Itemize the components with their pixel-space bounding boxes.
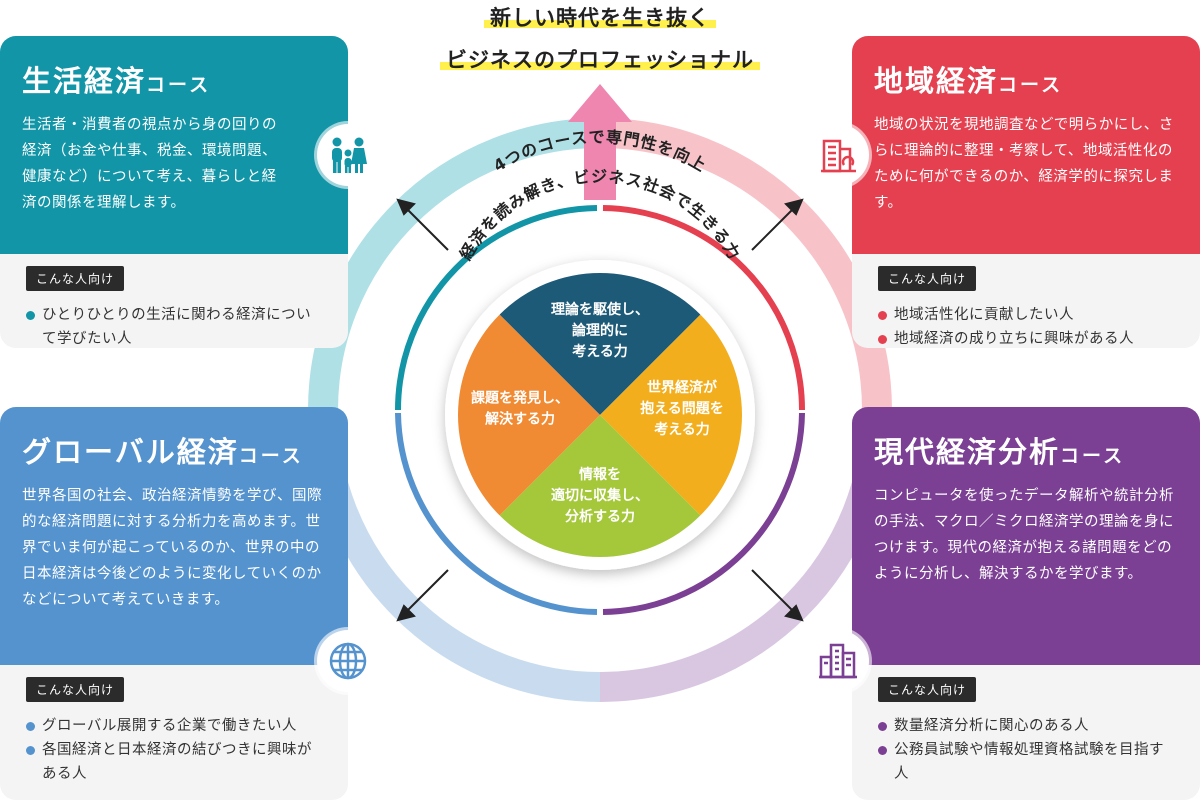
diagonal-arrows [396,198,804,622]
course-title: 現代経済分析コース [874,435,1126,469]
target-item: 地域経済の成り立ちに興味がある人 [878,327,1174,348]
course-card-global: グローバル経済コース 世界各国の社会、政治経済情勢を学び、国際的な経済問題に対す… [0,407,348,800]
course-card-chiiki: 地域経済コース 地域の状況を現地調査などで明らかにし、さらに理論的に整理・考察し… [852,36,1200,348]
family-icon [317,124,379,186]
course-title: 地域経済コース [874,64,1064,98]
target-list: ひとりひとりの生活に関わる経済について学びたい人 [26,303,322,348]
quadrant-bottom-slice [499,415,701,557]
quadrant-left-label: 課題を発見し、解決する力 [471,390,569,428]
target-list: 数量経済分析に関心のある人 公務員試験や情報処理資格試験を目指す人 [878,714,1174,786]
inner-ring [395,205,805,615]
center-pie: 理論を駆使し、論理的に考える力世界経済が抱える問題を考える力情報を適切に収集し、… [445,260,755,570]
course-card-gendai: 現代経済分析コース コンピュータを使ったデータ解析や統計分析の手法、マクロ／ミク… [852,407,1200,800]
target-tag: こんな人向け [878,266,977,291]
quadrant-top-slice [499,273,701,415]
course-card-seikatsu: 生活経済コース 生活者・消費者の視点から身の回りの経済（お金や仕事、税金、環境問… [0,36,348,348]
course-description: 地域の状況を現地調査などで明らかにし、さらに理論的に整理・考察して、地域活性化の… [874,117,1174,211]
ring-inner-label: 経済を読み解き、ビジネス社会で生きる力 [456,167,744,263]
target-list: グローバル展開する企業で働きたい人 各国経済と日本経済の結びつきに興味がある人 [26,714,322,786]
target-item: 各国経済と日本経済の結びつきに興味がある人 [26,738,322,786]
target-tag: こんな人向け [26,677,125,702]
quadrant-top-label: 理論を駆使し、論理的に考える力 [551,301,649,360]
course-description: 生活者・消費者の視点から身の回りの経済（お金や仕事、税金、環境問題、健康など）に… [22,117,277,211]
quadrant-bottom-label: 情報を適切に収集し、分析する力 [551,466,649,525]
target-item: ひとりひとりの生活に関わる経済について学びたい人 [26,303,322,348]
quadrant-left-slice [458,314,600,516]
target-tag: こんな人向け [26,266,125,291]
course-title: グローバル経済コース [22,435,304,469]
target-item: 公務員試験や情報処理資格試験を目指す人 [878,738,1174,786]
course-description: コンピュータを使ったデータ解析や統計分析の手法、マクロ／ミクロ経済学の理論を身に… [874,488,1174,582]
headline-line-1: 新しい時代を生き抜く [380,2,820,32]
course-title: 生活経済コース [22,64,212,98]
target-item: 数量経済分析に関心のある人 [878,714,1174,738]
target-item: グローバル展開する企業で働きたい人 [26,714,322,738]
headline-line-2: ビジネスのプロフェッショナル [380,44,820,74]
course-description: 世界各国の社会、政治経済情勢を学び、国際的な経済問題に対する分析力を高めます。世… [22,488,322,608]
city-icon [807,630,869,692]
quadrant-right-label: 世界経済が抱える問題を考える力 [640,379,724,438]
globe-icon [317,630,379,692]
building-icon [807,124,869,186]
target-item: 地域活性化に貢献したい人 [878,303,1174,327]
quadrant-right-slice [600,314,742,516]
target-list: 地域活性化に貢献したい人 地域経済の成り立ちに興味がある人 [878,303,1174,348]
target-tag: こんな人向け [878,677,977,702]
upward-arrow [568,84,632,200]
